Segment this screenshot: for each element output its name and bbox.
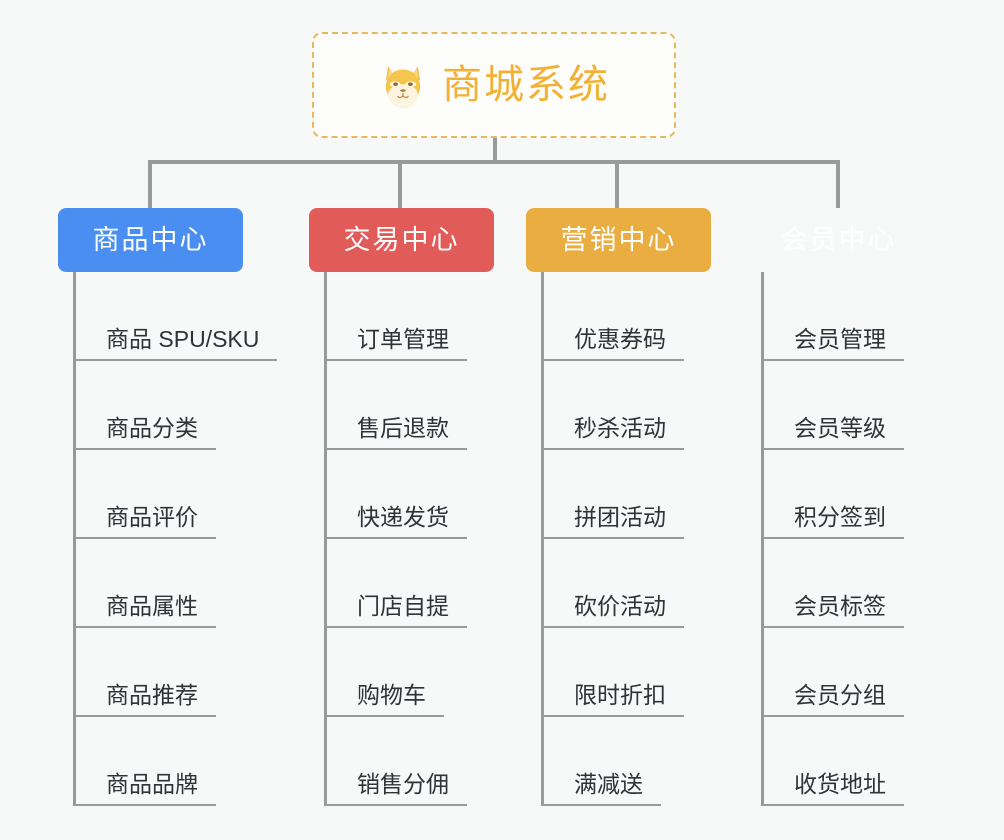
leaf-item[interactable]: 满减送: [544, 717, 711, 806]
leaf-underline: 砍价活动: [544, 592, 684, 628]
connector-drop-2: [615, 160, 619, 208]
leaf-item[interactable]: 商品品牌: [76, 717, 243, 806]
leaf-underline: 限时折扣: [544, 681, 684, 717]
connector-bus: [150, 160, 840, 164]
leaf-label: 收货地址: [794, 770, 886, 797]
leaf-underline: 商品 SPU/SKU: [76, 325, 278, 361]
leaf-item[interactable]: 积分签到: [764, 450, 931, 539]
leaf-item[interactable]: 订单管理: [327, 272, 494, 361]
root-title: 商城系统: [442, 63, 610, 107]
category-column: 交易中心订单管理售后退款快递发货门店自提购物车销售分佣: [309, 208, 494, 806]
leaf-item[interactable]: 会员管理: [764, 272, 931, 361]
leaf-item[interactable]: 商品分类: [76, 361, 243, 450]
leaf-underline: 商品分类: [76, 414, 216, 450]
leaf-label: 会员管理: [794, 325, 886, 352]
leaf-underline: 会员管理: [764, 325, 904, 361]
leaf-underline: 秒杀活动: [544, 414, 684, 450]
leaf-item[interactable]: 会员等级: [764, 361, 931, 450]
leaf-label: 商品分类: [106, 414, 198, 441]
leaf-item[interactable]: 商品推荐: [76, 628, 243, 717]
leaf-underline: 快递发货: [327, 503, 467, 539]
leaf-label: 购物车: [357, 681, 426, 708]
leaf-underline: 订单管理: [327, 325, 467, 361]
leaf-label: 限时折扣: [574, 681, 666, 708]
leaf-underline: 商品品牌: [76, 770, 216, 806]
leaf-item[interactable]: 商品评价: [76, 450, 243, 539]
leaf-label: 售后退款: [357, 414, 449, 441]
category-box[interactable]: 营销中心: [526, 208, 711, 272]
leaf-list: 商品 SPU/SKU 商品分类商品评价商品属性商品推荐商品品牌: [73, 272, 278, 806]
leaf-label: 销售分佣: [357, 770, 449, 797]
leaf-underline: 门店自提: [327, 592, 467, 628]
leaf-label: 商品 SPU/SKU: [106, 325, 260, 352]
category-label: 商品中心: [92, 224, 209, 255]
leaf-label: 拼团活动: [574, 503, 666, 530]
leaf-item[interactable]: 快递发货: [327, 450, 494, 539]
leaf-list: 优惠券码秒杀活动拼团活动砍价活动限时折扣满减送: [541, 272, 711, 806]
category-column: 会员中心会员管理会员等级积分签到会员标签会员分组收货地址: [746, 208, 931, 806]
category-label: 营销中心: [560, 224, 677, 255]
leaf-label: 门店自提: [357, 592, 449, 619]
leaf-label: 商品品牌: [106, 770, 198, 797]
leaf-item[interactable]: 购物车: [327, 628, 494, 717]
leaf-label: 订单管理: [357, 325, 449, 352]
leaf-underline: 收货地址: [764, 770, 904, 806]
connector-drop-1: [398, 160, 402, 208]
leaf-item[interactable]: 会员分组: [764, 628, 931, 717]
leaf-item[interactable]: 商品属性: [76, 539, 243, 628]
leaf-item[interactable]: 商品 SPU/SKU: [76, 272, 278, 361]
leaf-item[interactable]: 售后退款: [327, 361, 494, 450]
connector-drop-0: [148, 160, 152, 208]
leaf-underline: 优惠券码: [544, 325, 684, 361]
leaf-label: 砍价活动: [574, 592, 666, 619]
leaf-underline: 会员标签: [764, 592, 904, 628]
connector-root-stem: [493, 138, 497, 163]
category-box[interactable]: 会员中心: [746, 208, 931, 272]
category-box[interactable]: 交易中心: [309, 208, 494, 272]
leaf-label: 会员分组: [794, 681, 886, 708]
leaf-underline: 会员等级: [764, 414, 904, 450]
leaf-item[interactable]: 拼团活动: [544, 450, 711, 539]
leaf-item[interactable]: 收货地址: [764, 717, 931, 806]
leaf-item[interactable]: 会员标签: [764, 539, 931, 628]
leaf-label: 会员标签: [794, 592, 886, 619]
leaf-label: 秒杀活动: [574, 414, 666, 441]
leaf-label: 商品属性: [106, 592, 198, 619]
root-node[interactable]: 商城系统: [312, 32, 676, 138]
leaf-label: 会员等级: [794, 414, 886, 441]
leaf-underline: 销售分佣: [327, 770, 467, 806]
shiba-dog-face-icon: [378, 60, 428, 110]
leaf-label: 满减送: [574, 770, 643, 797]
leaf-item[interactable]: 砍价活动: [544, 539, 711, 628]
leaf-underline: 满减送: [544, 770, 661, 806]
category-column: 商品中心商品 SPU/SKU 商品分类商品评价商品属性商品推荐商品品牌: [58, 208, 278, 806]
leaf-label: 积分签到: [794, 503, 886, 530]
leaf-underline: 售后退款: [327, 414, 467, 450]
leaf-list: 订单管理售后退款快递发货门店自提购物车销售分佣: [324, 272, 494, 806]
leaf-label: 快递发货: [357, 503, 449, 530]
leaf-underline: 拼团活动: [544, 503, 684, 539]
category-label: 会员中心: [780, 224, 897, 255]
leaf-item[interactable]: 秒杀活动: [544, 361, 711, 450]
leaf-label: 商品评价: [106, 503, 198, 530]
leaf-item[interactable]: 限时折扣: [544, 628, 711, 717]
leaf-item[interactable]: 销售分佣: [327, 717, 494, 806]
category-column: 营销中心优惠券码秒杀活动拼团活动砍价活动限时折扣满减送: [526, 208, 711, 806]
category-box[interactable]: 商品中心: [58, 208, 243, 272]
leaf-underline: 购物车: [327, 681, 444, 717]
leaf-item[interactable]: 门店自提: [327, 539, 494, 628]
leaf-item[interactable]: 优惠券码: [544, 272, 711, 361]
leaf-underline: 积分签到: [764, 503, 904, 539]
leaf-underline: 商品推荐: [76, 681, 216, 717]
leaf-underline: 商品属性: [76, 592, 216, 628]
leaf-underline: 会员分组: [764, 681, 904, 717]
leaf-list: 会员管理会员等级积分签到会员标签会员分组收货地址: [761, 272, 931, 806]
leaf-label: 商品推荐: [106, 681, 198, 708]
category-label: 交易中心: [343, 224, 460, 255]
leaf-underline: 商品评价: [76, 503, 216, 539]
leaf-label: 优惠券码: [574, 325, 666, 352]
connector-drop-3: [836, 160, 840, 208]
